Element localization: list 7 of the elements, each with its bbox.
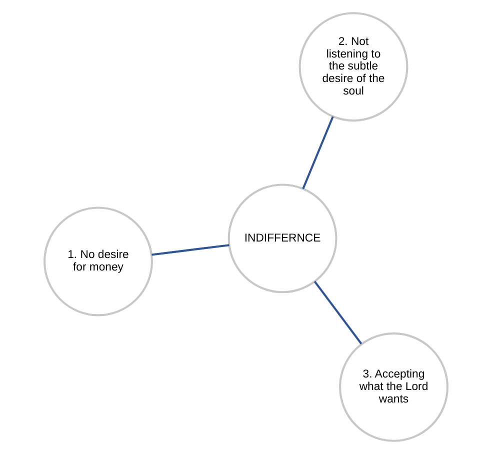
node-circle: INDIFFERNCE bbox=[227, 183, 337, 293]
connector bbox=[313, 280, 362, 344]
connector bbox=[302, 116, 334, 189]
node-circle: 2. Not listening to the subtle desire of the soul bbox=[298, 12, 408, 122]
connector bbox=[151, 244, 229, 256]
node-circle: 3. Accepting what the Lord wants bbox=[338, 332, 448, 442]
node-circle: 1. No desire for money bbox=[43, 206, 152, 316]
